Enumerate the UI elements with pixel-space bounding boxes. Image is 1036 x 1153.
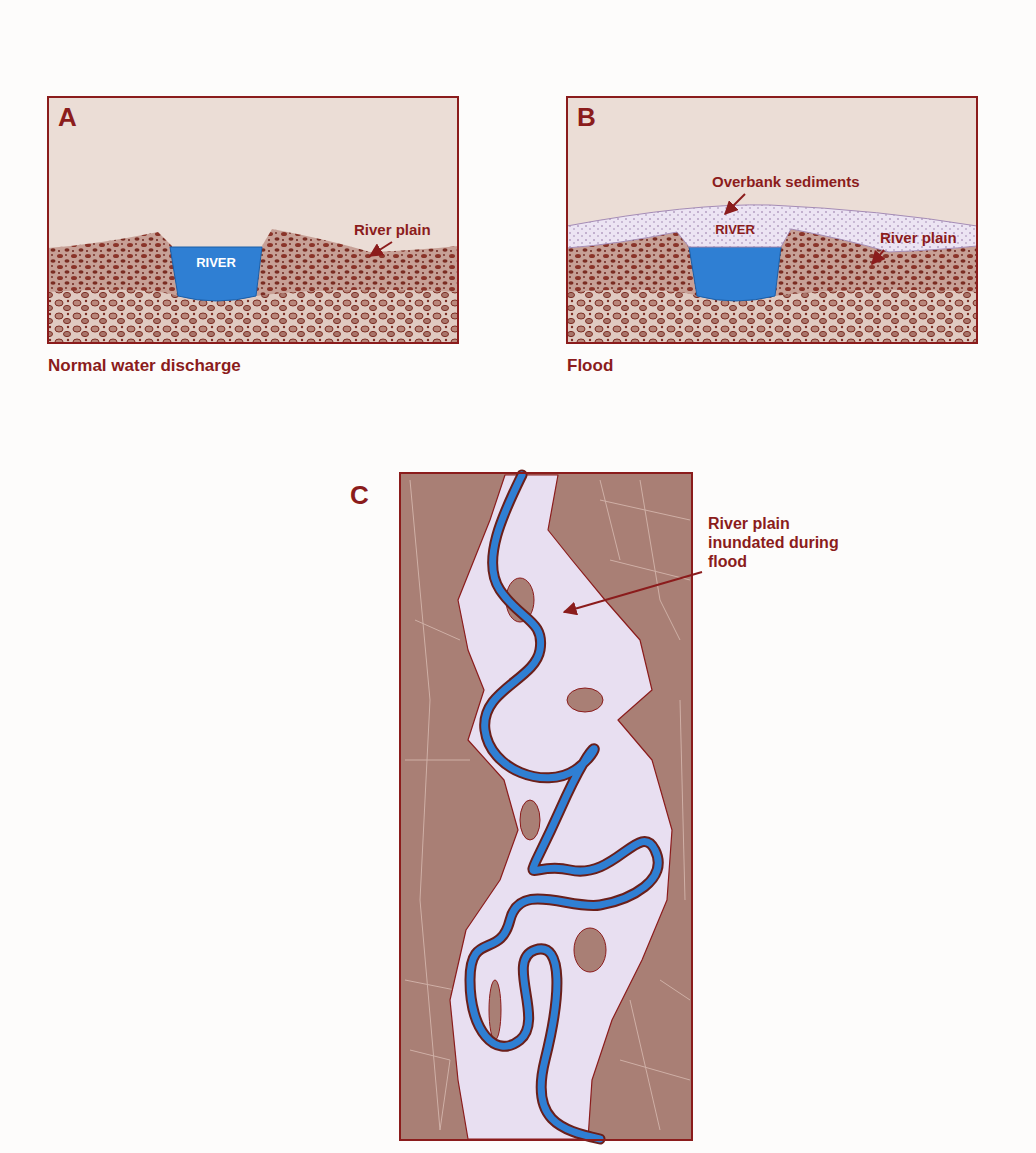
river-channel: [470, 475, 658, 1139]
river-water: [689, 247, 781, 301]
inundated-floodplain: [450, 475, 672, 1139]
map-islands: [489, 578, 606, 1040]
panel-letter: A: [58, 102, 77, 133]
panel-a: [48, 97, 458, 343]
panel-c-map: [400, 473, 702, 1140]
overbank-sediment-layer: [567, 205, 977, 252]
gravel-layer: [567, 290, 977, 342]
panel-letter: C: [350, 480, 369, 511]
part-label: River plain: [354, 221, 431, 239]
river-channel-outline: [470, 475, 658, 1139]
panel-b: [567, 97, 977, 343]
leader-arrow: [725, 194, 745, 214]
river-water: [170, 247, 262, 301]
part-label: Overbank sediments: [712, 173, 860, 191]
river-label: RIVER: [196, 255, 236, 271]
gravel-layer: [48, 290, 458, 342]
callout-label: River plain inundated during flood: [708, 514, 848, 572]
part-label: River plain: [880, 229, 957, 247]
leader-arrow: [872, 250, 884, 264]
leader-arrow: [564, 572, 702, 612]
panel-caption: Normal water discharge: [48, 356, 241, 376]
panel-letter: B: [577, 102, 596, 133]
panel-caption: Flood: [567, 356, 613, 376]
soil-layer: [48, 229, 458, 343]
river-label: RIVER: [715, 222, 755, 238]
leader-arrow: [370, 242, 392, 256]
